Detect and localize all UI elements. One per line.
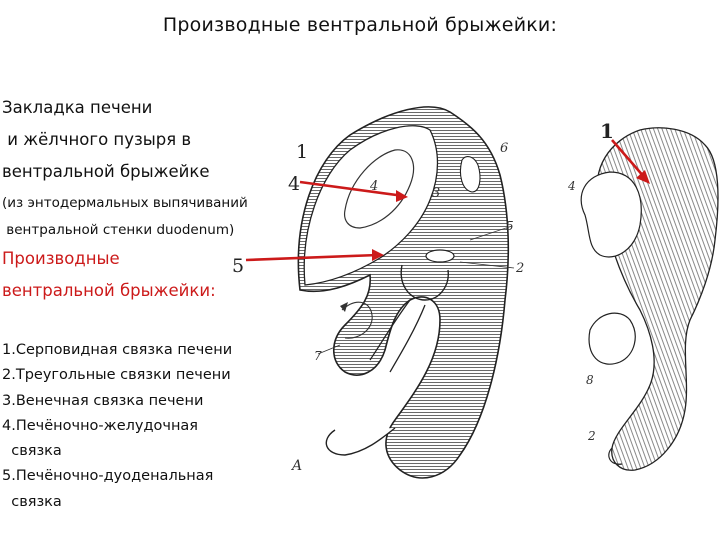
figure-b-liver (580, 171, 642, 258)
list-item: 1.Серповидная связка печени (2, 342, 233, 358)
hepatic-bud (425, 249, 455, 263)
callout-right-1: 1 (600, 119, 614, 143)
callout-4: 4 (288, 173, 300, 195)
label-2: 2 (515, 261, 524, 276)
figure-b-label-4: 4 (567, 179, 576, 193)
figure-b-hook (608, 447, 623, 465)
red-arrow-right-head (636, 170, 650, 184)
page-title: Производные вентральной брыжейки: (162, 14, 558, 36)
label-3: 3 (432, 186, 440, 201)
list-item: связка (2, 443, 62, 460)
red-arrow-5 (245, 253, 379, 262)
gut-tube-upper (369, 299, 411, 361)
list-item: 4.Печёночно-желудочная (2, 417, 199, 434)
figure-a: 3 4 5 6 2 7 A (290, 106, 524, 479)
rotation-arrowhead (340, 302, 348, 312)
gut-tube-lower (389, 304, 426, 373)
intro-line-3: вентральной брыжейке (2, 162, 210, 181)
section-heading-line-2: вентральной брыжейки: (2, 281, 216, 300)
ligament-list: 1.Серповидная связка печени 2.Треугольны… (2, 338, 232, 515)
rotation-arrow (341, 301, 373, 339)
leader-5 (469, 225, 513, 241)
intro-note-1: (из энтодермальных выпячиваний (2, 195, 248, 211)
leader-7 (317, 344, 341, 355)
list-item: 5.Печёночно-дуоденальная (2, 468, 214, 485)
figure-b-label-8: 8 (586, 373, 594, 387)
callout-5: 5 (232, 255, 244, 277)
intro-line-1: Закладка печени (2, 98, 153, 117)
label-4: 4 (369, 179, 378, 194)
section-heading-line-1: Производные (2, 249, 120, 268)
intro-note-2: вентральной стенки duodenum) (2, 222, 235, 238)
list-item: связка (2, 493, 62, 510)
liver-inner-ring (343, 149, 415, 229)
list-item: 3.Венечная связка печени (2, 392, 204, 409)
figure-b: 4 8 2 (567, 127, 719, 471)
intro-line-2: и жёлчного пузыря в (2, 130, 192, 149)
label-5: 5 (506, 219, 514, 233)
label-7: 7 (314, 349, 322, 363)
figure-b-label-2: 2 (587, 429, 596, 443)
label-6: 6 (500, 141, 508, 156)
list-item: 2.Треугольные связки печени (2, 367, 231, 384)
red-arrow-right (611, 139, 646, 179)
red-arrow-4 (299, 180, 405, 198)
duodenum-curve (400, 264, 449, 301)
figure-label-a: A (290, 458, 302, 474)
figure-b-loop (588, 312, 636, 365)
lower-hook (325, 427, 396, 456)
red-arrow-5-head (372, 249, 384, 261)
callout-1: 1 (296, 141, 308, 163)
region-six (459, 156, 481, 193)
leader-2 (459, 261, 515, 269)
liver-lobe (303, 125, 439, 286)
red-arrow-4-head (396, 190, 408, 202)
